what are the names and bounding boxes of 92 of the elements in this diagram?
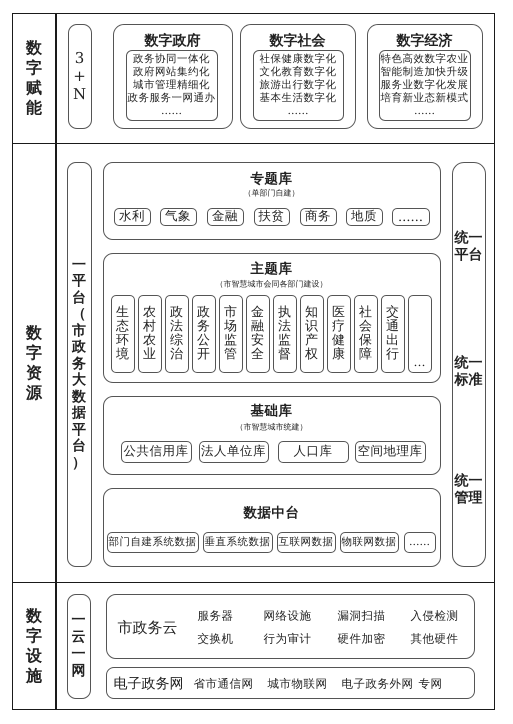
item-tag: 气象 [160, 208, 196, 226]
panel-item: 城市物联网 [268, 676, 328, 691]
item-tag: 知识产权 [300, 294, 324, 372]
list-box [252, 50, 344, 120]
item-tag: 执法监督 [272, 294, 296, 372]
item-tag: 市场监管 [218, 294, 242, 372]
item-tag: 金融 [206, 208, 244, 226]
item-tag: 部门自建系统数据 [106, 532, 198, 552]
card-title: 数字经济 [396, 32, 452, 50]
layer-band [12, 582, 495, 710]
panel-subtitle: （市智慧城市统建） [236, 421, 308, 432]
panel-subtitle: （市智慧城市会同各部门建设） [216, 278, 328, 289]
vertical-label-box: 一平台（市政务大数据平台） [66, 162, 92, 566]
layer-label: 数字赋能 [25, 38, 43, 118]
layer-label: 数字设施 [25, 606, 43, 686]
panel-item: 服务器 [198, 608, 234, 623]
list-item: 政务协同一体化 [133, 52, 210, 66]
list-item: 特色高效数字农业 [380, 52, 468, 66]
list-item: …… [288, 104, 308, 118]
item-tag: 水利 [114, 208, 150, 226]
database-panel [102, 162, 440, 240]
list-item: 服务业数字化发展 [380, 78, 468, 92]
panel-title: 专题库 [250, 170, 292, 188]
panel-item: 网络设施 [264, 608, 312, 623]
item-tag: 公共信用库 [120, 440, 192, 462]
list-box [126, 50, 218, 120]
panel-title: 数据中台 [244, 504, 300, 522]
side-panel [452, 162, 486, 566]
item-tag: 政务公开 [192, 294, 216, 372]
database-panel [102, 488, 440, 566]
item-tag: 地质 [346, 208, 382, 226]
item-tag: 互联网数据 [276, 532, 336, 552]
infrastructure-panel [106, 666, 474, 698]
list-item: 智能制造加快升级 [380, 66, 468, 78]
vertical-label-box: 一云一网 [66, 594, 90, 698]
panel-item: 漏洞扫描 [338, 608, 386, 623]
list-item: 文化教育数字化 [260, 66, 336, 78]
item-tag: 垂直系统数据 [202, 532, 272, 552]
category-card [240, 24, 356, 128]
category-card [112, 24, 232, 128]
item-tag: 生态环境 [110, 294, 134, 372]
item-tag: 人口库 [278, 440, 348, 462]
list-item: …… [161, 104, 182, 118]
panel-title: 基础库 [250, 402, 292, 420]
panel-title: 主题库 [250, 260, 292, 278]
item-tag: …… [404, 532, 436, 552]
item-tag: 农村农业 [138, 294, 162, 372]
layer-band [12, 143, 495, 583]
category-card [366, 24, 482, 128]
panel-item: 电子政务外网 [342, 676, 414, 691]
item-tag: 医疗健康 [326, 294, 350, 372]
panel-item: 省市通信网 [194, 676, 254, 691]
panel-item: 硬件加密 [338, 631, 386, 646]
item-tag: 社会保障 [354, 294, 378, 372]
side-label: 统一管理 [454, 472, 483, 506]
infrastructure-panel [106, 594, 474, 658]
card-title: 数字政府 [144, 32, 200, 50]
item-tag: 扶贫 [254, 208, 290, 226]
card-title: 数字社会 [270, 32, 326, 50]
vertical-label-box: 3 + N [68, 24, 92, 128]
panel-item: 行为审计 [264, 631, 312, 646]
list-item: 基本生活数字化 [260, 92, 336, 104]
layer-band [12, 13, 495, 144]
list-item: 政务服务一网通办 [128, 92, 216, 104]
list-item: 培育新业态新模式 [380, 92, 468, 104]
list-item: 社保健康数字化 [260, 52, 336, 66]
panel-item: 其他硬件 [410, 631, 458, 646]
item-tag: … [408, 294, 432, 372]
database-panel [102, 252, 440, 382]
item-tag: 物联网数据 [340, 532, 398, 552]
list-box [378, 50, 470, 120]
panel-title: 电子政务网 [114, 674, 184, 692]
item-tag: 法人单位库 [198, 440, 268, 462]
list-item: 城市管理精细化 [133, 78, 210, 92]
panel-title: 市政务云 [118, 618, 178, 637]
item-tag: 空间地理库 [354, 440, 426, 462]
list-item: …… [414, 104, 435, 118]
item-tag: 交通出行 [380, 294, 404, 372]
list-item: 旅游出行数字化 [260, 78, 336, 92]
side-label: 统一平台 [454, 230, 483, 264]
item-tag: 金融安全 [246, 294, 270, 372]
panel-item: 入侵检测 [410, 608, 458, 623]
list-item: 政府网站集约化 [133, 66, 210, 78]
database-panel [102, 396, 440, 474]
side-label: 统一标准 [454, 354, 483, 388]
panel-item: 专网 [418, 676, 442, 691]
panel-subtitle: （单部门自建） [244, 187, 300, 198]
layer-label: 数字资源 [25, 322, 43, 402]
panel-item: 交换机 [198, 631, 234, 646]
item-tag: …… [392, 208, 430, 226]
item-tag: 商务 [300, 208, 336, 226]
item-tag: 政法综治 [164, 294, 188, 372]
